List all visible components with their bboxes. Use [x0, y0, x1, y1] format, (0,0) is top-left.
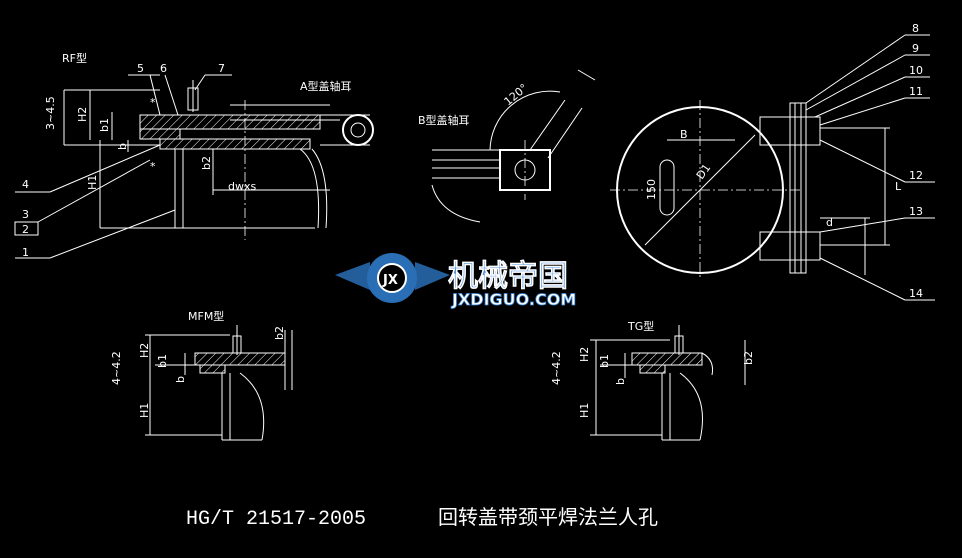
gasket [139, 128, 181, 140]
callout-7: 7 [218, 62, 225, 75]
dim-h1: H1 [86, 175, 99, 190]
callout-3: 3 [22, 208, 29, 221]
tg-range: 4~4.2 [550, 351, 563, 385]
callout-10: 10 [909, 64, 923, 77]
dim-150: 150 [645, 179, 658, 200]
callout-14: 14 [909, 287, 923, 300]
slot [659, 159, 675, 216]
tg-b: b [614, 378, 627, 385]
dim-b: b [116, 143, 129, 150]
hinge-ear [342, 114, 374, 146]
dim-dw: dwxs [228, 180, 256, 193]
tg-view: TG型 4~4.2 H2 H1 b1 b b2 [550, 319, 755, 441]
mfm-label: MFM型 [188, 309, 224, 323]
hinge-shaft [789, 102, 807, 274]
b-ear-view: B型盖轴耳 120° [418, 69, 596, 223]
callout-2: 2 [22, 223, 29, 236]
a-ear-label: A型盖轴耳 [300, 79, 352, 93]
watermark-cn: 机械帝国 [448, 259, 568, 294]
mfm-view: MFM型 4~4.2 H2 H1 b1 b b2 [110, 309, 293, 441]
flange [159, 138, 311, 150]
dim-3-4.5: 3~4.5 [44, 96, 57, 130]
callout-12: 12 [909, 169, 923, 182]
dim-B: B [680, 128, 688, 141]
svg-text:*: * [150, 96, 156, 109]
mfm-h1: H1 [138, 403, 151, 418]
dim-D1: D1 [694, 162, 714, 182]
dim-L: L [895, 180, 902, 193]
callout-13: 13 [909, 205, 923, 218]
drawing-title: 回转盖带颈平焊法兰人孔 [438, 505, 658, 529]
tg-label: TG型 [627, 319, 654, 333]
b-ear-label: B型盖轴耳 [418, 113, 470, 127]
dim-b1: b1 [98, 118, 111, 132]
callout-5: 5 [137, 62, 144, 75]
dim-h2: H2 [76, 107, 89, 122]
dim-d: d [826, 216, 833, 229]
plan-view: B 150 D1 L d 8 9 10 11 12 13 [610, 22, 935, 301]
callout-1: 1 [22, 246, 29, 259]
tg-b2: b2 [742, 351, 755, 365]
tg-h2: H2 [578, 347, 591, 362]
callout-9: 9 [912, 42, 919, 55]
mfm-h2: H2 [138, 343, 151, 358]
watermark-logo-text: JX [382, 273, 398, 288]
dim-b2: b2 [200, 156, 213, 170]
callout-6: 6 [160, 62, 167, 75]
callout-4: 4 [22, 178, 29, 191]
rf-label: RF型 [62, 51, 87, 65]
callout-11: 11 [909, 85, 923, 98]
cover-plate [139, 114, 321, 130]
callout-8: 8 [912, 22, 919, 35]
mfm-flange [199, 364, 226, 374]
mfm-b: b [174, 376, 187, 383]
tg-flange [639, 364, 666, 374]
rf-view: RF型 3~4.5 H2 b1 [14, 51, 374, 259]
svg-text:*: * [150, 160, 156, 173]
watermark-en: JXDIGUO.COM [451, 290, 576, 309]
tg-b1: b1 [598, 354, 611, 368]
mfm-b2: b2 [273, 326, 286, 340]
standard-code: HG/T 21517-2005 [186, 508, 366, 531]
dim-angle: 120° [502, 81, 531, 108]
mfm-range: 4~4.2 [110, 351, 123, 385]
watermark: JX 机械帝国 JXDIGUO.COM [335, 253, 577, 309]
tg-cover [631, 352, 703, 366]
mfm-cover [194, 352, 286, 366]
tg-h1: H1 [578, 403, 591, 418]
mfm-b1: b1 [156, 354, 169, 368]
